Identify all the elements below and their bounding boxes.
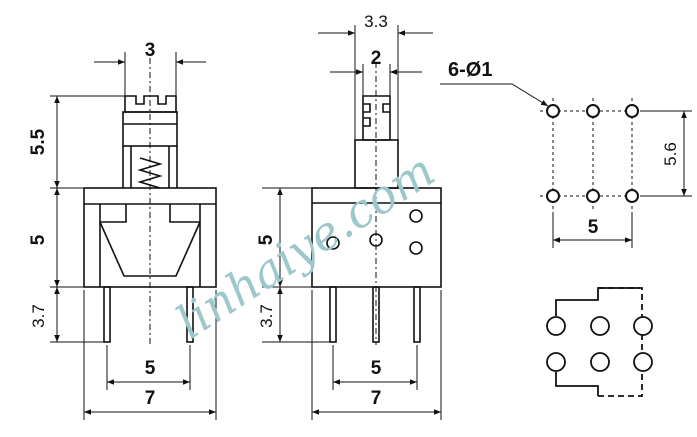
footprint-hole-6 [625, 189, 639, 203]
schematic-contact-5 [590, 352, 610, 372]
side-dim-top-outer: 3.3 [364, 12, 388, 31]
footprint-hole-3 [625, 104, 639, 118]
schematic-dashed-box [598, 287, 643, 397]
side-dim-top-inner: 2 [371, 48, 382, 69]
watermark-text: linhaiye.com [167, 143, 444, 349]
schematic-bottom-link [555, 372, 599, 396]
schematic-contact-6 [633, 352, 653, 372]
side-hole-4 [409, 241, 423, 255]
footprint-hole-4 [546, 189, 560, 203]
side-hole-1 [326, 236, 340, 250]
footprint-hole-1 [546, 104, 560, 118]
schematic-contact-4 [546, 352, 566, 372]
switch-schematic [546, 287, 653, 397]
schematic-contact-3 [633, 316, 653, 336]
footprint-hole-5 [586, 189, 600, 203]
schematic-solid-link [555, 287, 640, 316]
front-dim-height-actuator: 5.5 [28, 128, 49, 155]
side-dim-body-width: 7 [371, 388, 382, 409]
footprint-hole-2 [586, 104, 600, 118]
front-dim-width-top: 3 [145, 40, 156, 61]
footprint-dim-row-spacing: 5.6 [661, 142, 680, 166]
front-dimensions [50, 52, 217, 420]
front-pin-left [103, 286, 111, 343]
side-dim-pin-pitch: 5 [371, 358, 382, 379]
footprint-hole-callout: 6-Ø1 [448, 59, 492, 81]
side-dimensions [262, 25, 442, 420]
side-dim-height-body: 5 [256, 234, 277, 245]
footprint [440, 83, 692, 248]
front-pin-right [186, 286, 194, 343]
front-cavity [99, 221, 201, 277]
front-dim-height-body: 5 [28, 234, 49, 245]
front-dim-body-width: 7 [145, 388, 156, 409]
front-dim-height-pins: 3.7 [29, 304, 48, 328]
side-pin-3 [413, 286, 421, 343]
side-hole-3 [409, 209, 423, 223]
front-dim-pin-pitch: 5 [145, 358, 156, 379]
side-dim-height-pins: 3.7 [257, 304, 276, 328]
schematic-contact-2 [590, 316, 610, 336]
hole-callout-leader [440, 83, 549, 107]
footprint-dim-column-span: 5 [588, 217, 599, 238]
side-pin-1 [329, 286, 337, 343]
schematic-contact-1 [546, 316, 566, 336]
